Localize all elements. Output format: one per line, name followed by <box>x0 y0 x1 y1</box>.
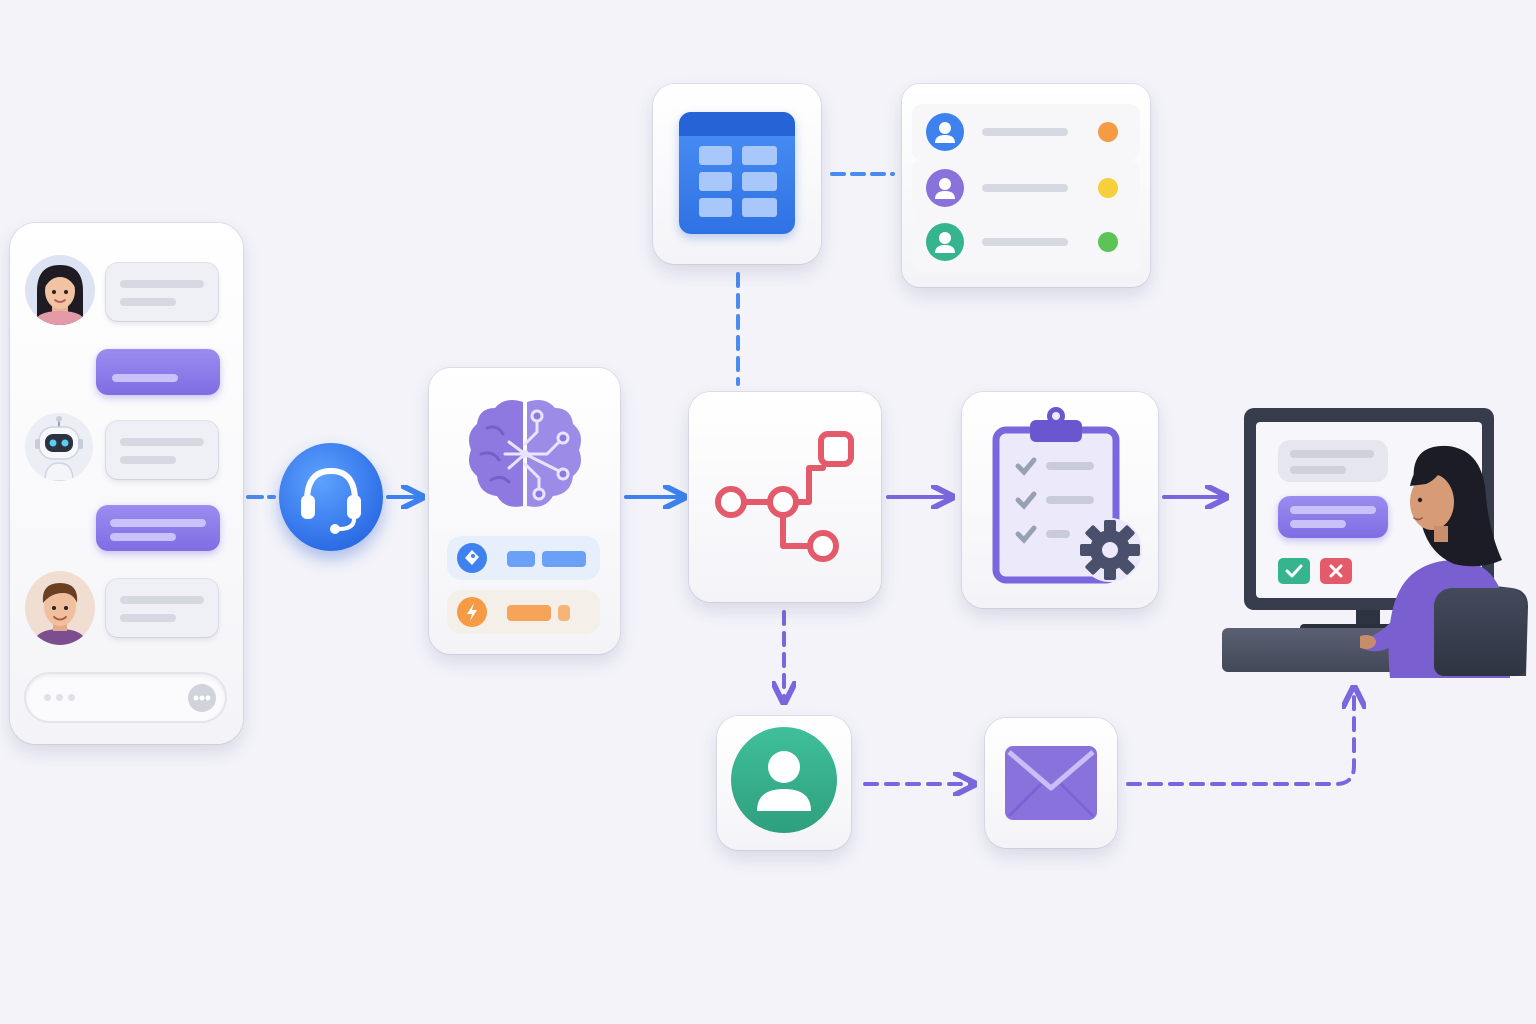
tag-icon <box>457 543 487 573</box>
check-icon <box>1285 564 1303 578</box>
arrow-email-to-workstation <box>1126 690 1354 786</box>
text-placeholder-line <box>1290 506 1376 514</box>
avatar-man <box>25 571 95 645</box>
text-placeholder-line <box>120 438 204 446</box>
text-placeholder-line <box>1290 466 1346 474</box>
clipboard-gear-icon <box>992 407 1142 584</box>
avatar-woman <box>25 255 95 325</box>
chat-bubble-incoming <box>106 579 218 637</box>
user-icon <box>731 727 837 833</box>
user-icon <box>926 169 964 207</box>
support-node[interactable] <box>279 443 383 551</box>
more-dots-icon[interactable] <box>188 684 216 712</box>
status-dot-yellow <box>1098 178 1118 198</box>
customer-row[interactable] <box>912 160 1140 216</box>
chat-bubble-incoming <box>106 421 218 479</box>
agent-workstation[interactable] <box>1220 406 1530 681</box>
reject-button[interactable] <box>1320 558 1352 584</box>
ai-insight-row <box>447 536 600 580</box>
screen-message-outgoing <box>1278 496 1388 538</box>
text-placeholder-line <box>120 614 176 622</box>
database-card[interactable] <box>653 84 821 264</box>
customer-name-placeholder <box>982 238 1068 246</box>
text-placeholder-line <box>120 298 176 306</box>
ai-action-row <box>447 590 600 634</box>
office-chair <box>1434 588 1526 676</box>
avatar-robot <box>25 413 93 481</box>
table-icon <box>679 112 795 234</box>
text-placeholder-line <box>120 596 204 604</box>
text-placeholder-line <box>112 374 178 382</box>
status-dot-green <box>1098 232 1118 252</box>
insight-bar <box>507 551 535 567</box>
customer-row[interactable] <box>912 104 1140 160</box>
customer-row[interactable] <box>912 216 1140 272</box>
chat-bubble-incoming <box>106 263 218 321</box>
email-card[interactable] <box>985 718 1117 848</box>
task-automation-card[interactable] <box>962 392 1158 608</box>
user-icon <box>926 223 964 261</box>
text-placeholder-line <box>110 519 206 527</box>
chat-bubble-outgoing <box>96 505 220 551</box>
text-placeholder-line <box>120 280 204 288</box>
typing-dots <box>44 694 84 702</box>
chat-bubble-outgoing <box>96 349 220 395</box>
text-placeholder-line <box>110 533 176 541</box>
customer-list-card[interactable] <box>902 84 1150 287</box>
insight-bar <box>542 551 586 567</box>
action-bar <box>507 605 551 621</box>
close-icon <box>1329 564 1343 578</box>
branch-flow-icon <box>715 431 854 562</box>
customer-name-placeholder <box>982 184 1068 192</box>
customer-name-placeholder <box>982 128 1068 136</box>
approve-button[interactable] <box>1278 558 1310 584</box>
text-placeholder-line <box>1290 520 1346 528</box>
action-bar <box>558 605 570 621</box>
ai-processing-card[interactable] <box>429 368 620 654</box>
envelope-icon <box>1005 746 1097 820</box>
chat-panel <box>10 223 243 744</box>
user-icon <box>926 113 964 151</box>
brain-circuit-icon <box>469 400 581 507</box>
routing-card[interactable] <box>689 392 881 602</box>
lightning-icon <box>457 597 487 627</box>
chat-input-field[interactable] <box>26 674 225 721</box>
status-dot-orange <box>1098 122 1118 142</box>
contact-profile-card[interactable] <box>717 716 851 850</box>
text-placeholder-line <box>1290 450 1374 458</box>
text-placeholder-line <box>120 456 176 464</box>
screen-message-incoming <box>1278 440 1388 482</box>
headset-icon <box>301 467 361 534</box>
